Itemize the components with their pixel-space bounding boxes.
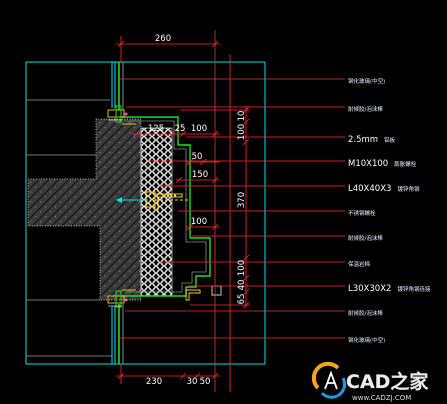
dim-bottom-230: 230: [146, 377, 162, 387]
callout-label-sub: 耐候胶/泡沫棒: [348, 309, 383, 317]
dim-vert-65: 65: [237, 294, 247, 305]
dim-depth-100: 100: [191, 217, 207, 227]
dim-vert-100-bottom: 100: [237, 260, 247, 276]
dim-upper-125: 125: [148, 124, 164, 134]
callout-label-sub: 保温岩棉: [348, 260, 371, 268]
callout-leaders: [118, 78, 345, 339]
callout-label-main: L30X30X2: [348, 284, 391, 294]
callout-label: 耐候胶/泡沫棒: [348, 234, 383, 242]
aluminum-panel-outline: [122, 116, 211, 297]
dim-bottom-30: 30: [187, 377, 198, 387]
callout-label: L40X40X3 镀锌角钢: [348, 176, 420, 195]
dimension-text: 260 125 25 100 50 150 100 10 100 370 100…: [146, 34, 247, 387]
dimension-lines: [116, 30, 250, 392]
callout-label-sub: 铝板: [384, 136, 396, 144]
glass-pane-lower: [111, 304, 124, 364]
callout-label-sub: 镀锌角钢: [398, 185, 421, 193]
dim-top-width: 260: [155, 34, 171, 44]
callout-label: 不锈钢螺栓: [348, 209, 376, 217]
callout-label-sub: 耐候胶/泡沫棒: [348, 234, 383, 242]
callout-label-sub: 不锈钢螺栓: [348, 209, 376, 217]
anchor-bolt: [116, 197, 148, 203]
dim-bottom-50: 50: [200, 377, 211, 387]
lower-steel-angle: [185, 289, 201, 301]
concrete-wall-section: [27, 118, 142, 301]
watermark-brand: CAD之家: [346, 370, 429, 393]
dim-upper-100: 100: [191, 124, 207, 134]
dim-upper-25: 25: [175, 124, 186, 134]
glass-pane-upper: [111, 62, 124, 110]
upper-glass-joint: [107, 105, 136, 125]
callout-label-sub: 钢化玻璃(中空): [348, 336, 385, 344]
dim-vert-100-top: 100: [237, 124, 247, 140]
callout-label-main: 2.5mm: [348, 135, 378, 145]
dim-gap-50: 50: [192, 152, 203, 162]
callout-label: 保温岩棉: [348, 260, 371, 268]
cad-zhijia-watermark: CAD之家 www.CADZJ.COM: [311, 361, 430, 402]
callout-label: M10X100 膨胀螺栓: [348, 151, 417, 170]
callout-label-sub: 耐候胶/泡沫棒: [348, 105, 383, 113]
callout-labels: 钢化玻璃(中空) 耐候胶/泡沫棒 2.5mm 铝板 M10X100 膨胀螺栓 L…: [348, 77, 431, 344]
watermark-url: www.CADZJ.COM: [352, 394, 411, 402]
rock-wool-insulation: [140, 127, 173, 297]
lower-glass-joint: [107, 289, 136, 308]
steel-angle-bracket: [145, 191, 188, 211]
callout-label: 钢化玻璃(中空): [348, 77, 385, 85]
cad-zhijia-logo-icon: [311, 361, 347, 399]
callout-label-main: L40X40X3: [348, 184, 391, 194]
aluminum-panel-inner-line: [125, 120, 207, 293]
callout-label-main: M10X100: [348, 159, 388, 169]
dim-vert-370: 370: [237, 192, 247, 208]
floor-lines: [26, 99, 112, 357]
callout-label-sub: 镀锌角钢连接: [398, 285, 432, 293]
callout-label: 耐候胶/泡沫棒: [348, 105, 383, 113]
callout-label: 钢化玻璃(中空): [348, 336, 385, 344]
dim-vert-10: 10: [237, 111, 247, 122]
building-outline: [25, 61, 266, 365]
callout-label-sub: 钢化玻璃(中空): [348, 77, 385, 85]
callout-label: 2.5mm 铝板: [348, 127, 396, 146]
callout-label: L30X30X2 镀锌角钢连接: [348, 276, 431, 295]
callout-label-sub: 膨胀螺栓: [394, 160, 417, 168]
callout-label: 耐候胶/泡沫棒: [348, 309, 383, 317]
bracket-bolts: [167, 194, 176, 197]
dim-depth-150: 150: [192, 170, 208, 180]
dim-vert-40: 40: [237, 280, 247, 291]
